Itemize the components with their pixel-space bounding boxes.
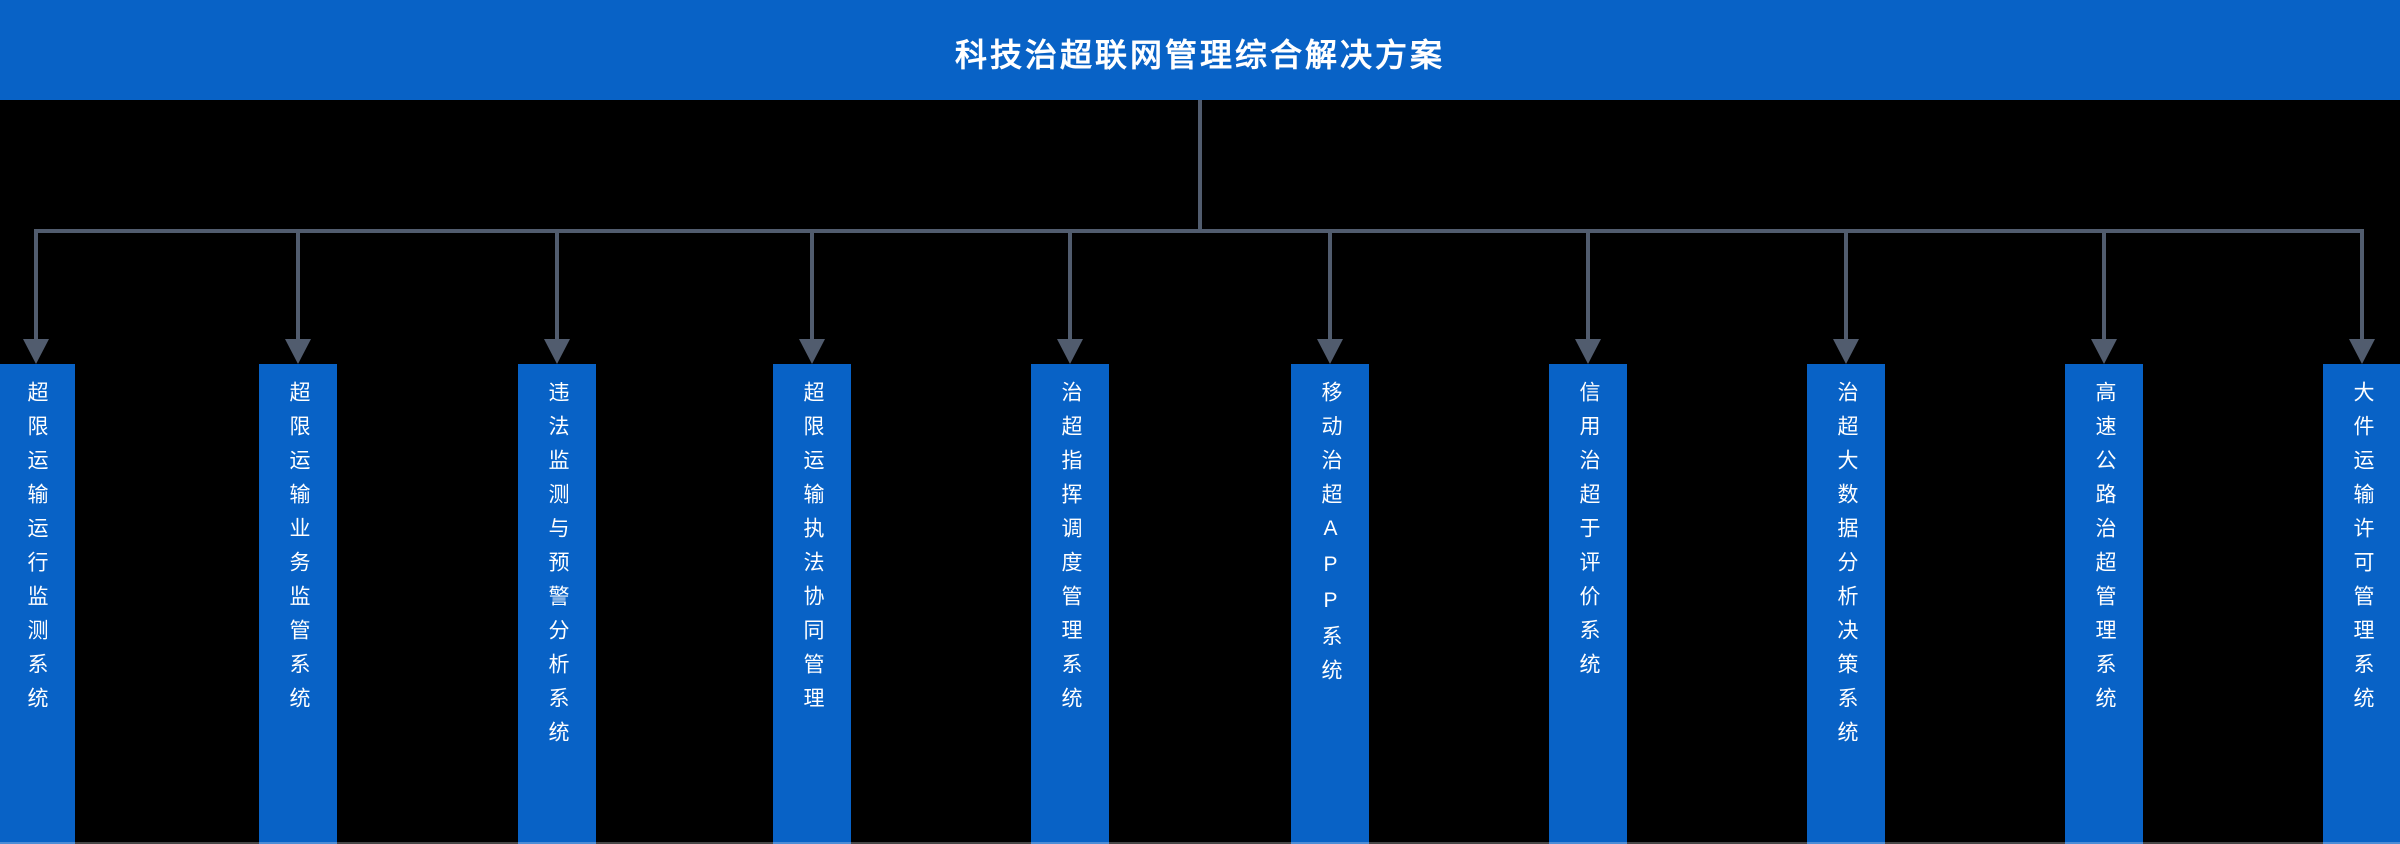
arrow-down-icon (1833, 339, 1859, 364)
system-box: 超限运输运行监测系统 (0, 364, 75, 844)
arrow-down-icon (799, 339, 825, 364)
system-box-label: 信用治超于评价系统 (1577, 381, 1600, 687)
system-box: 治超大数据分析决策系统 (1807, 364, 1885, 844)
connector-horizontal (34, 229, 2364, 233)
diagram-title-bar: 科技治超联网管理综合解决方案 (0, 0, 2400, 100)
connector-branch (2360, 233, 2364, 340)
connector-branch (555, 233, 559, 340)
connector-branch (810, 233, 814, 340)
connector-trunk (1198, 100, 1202, 233)
diagram-title: 科技治超联网管理综合解决方案 (954, 37, 1445, 73)
arrow-down-icon (544, 339, 570, 364)
system-box-label: 超限运输执法协同管理 (801, 381, 824, 721)
system-box-label: 大件运输许可管理系统 (2351, 381, 2374, 721)
system-box: 大件运输许可管理系统 (2323, 364, 2400, 844)
arrow-down-icon (2091, 339, 2117, 364)
system-box-label: 治超大数据分析决策系统 (1835, 381, 1858, 755)
system-box-label: 移动治超APP系统 (1319, 381, 1342, 693)
system-box-label: 超限运输运行监测系统 (25, 381, 48, 721)
connector-branch (1586, 233, 1590, 340)
connector-branch (1328, 233, 1332, 340)
system-box-label: 超限运输业务监管系统 (287, 381, 310, 721)
arrow-down-icon (2349, 339, 2375, 364)
system-box: 违法监测与预警分析系统 (518, 364, 596, 844)
bottom-edge-line (0, 842, 2400, 844)
connector-branch (34, 233, 38, 340)
system-box: 超限运输执法协同管理 (773, 364, 851, 844)
system-box-label: 高速公路治超管理系统 (2093, 381, 2116, 721)
connector-branch (296, 233, 300, 340)
system-box: 高速公路治超管理系统 (2065, 364, 2143, 844)
system-box: 移动治超APP系统 (1291, 364, 1369, 844)
connector-branch (1068, 233, 1072, 340)
system-box-label: 违法监测与预警分析系统 (546, 381, 569, 755)
arrow-down-icon (1575, 339, 1601, 364)
arrow-down-icon (285, 339, 311, 364)
arrow-down-icon (1317, 339, 1343, 364)
system-box: 超限运输业务监管系统 (259, 364, 337, 844)
arrow-down-icon (23, 339, 49, 364)
system-box: 治超指挥调度管理系统 (1031, 364, 1109, 844)
connector-branch (2102, 233, 2106, 340)
system-box: 信用治超于评价系统 (1549, 364, 1627, 844)
arrow-down-icon (1057, 339, 1083, 364)
system-box-label: 治超指挥调度管理系统 (1059, 381, 1082, 721)
connector-branch (1844, 233, 1848, 340)
